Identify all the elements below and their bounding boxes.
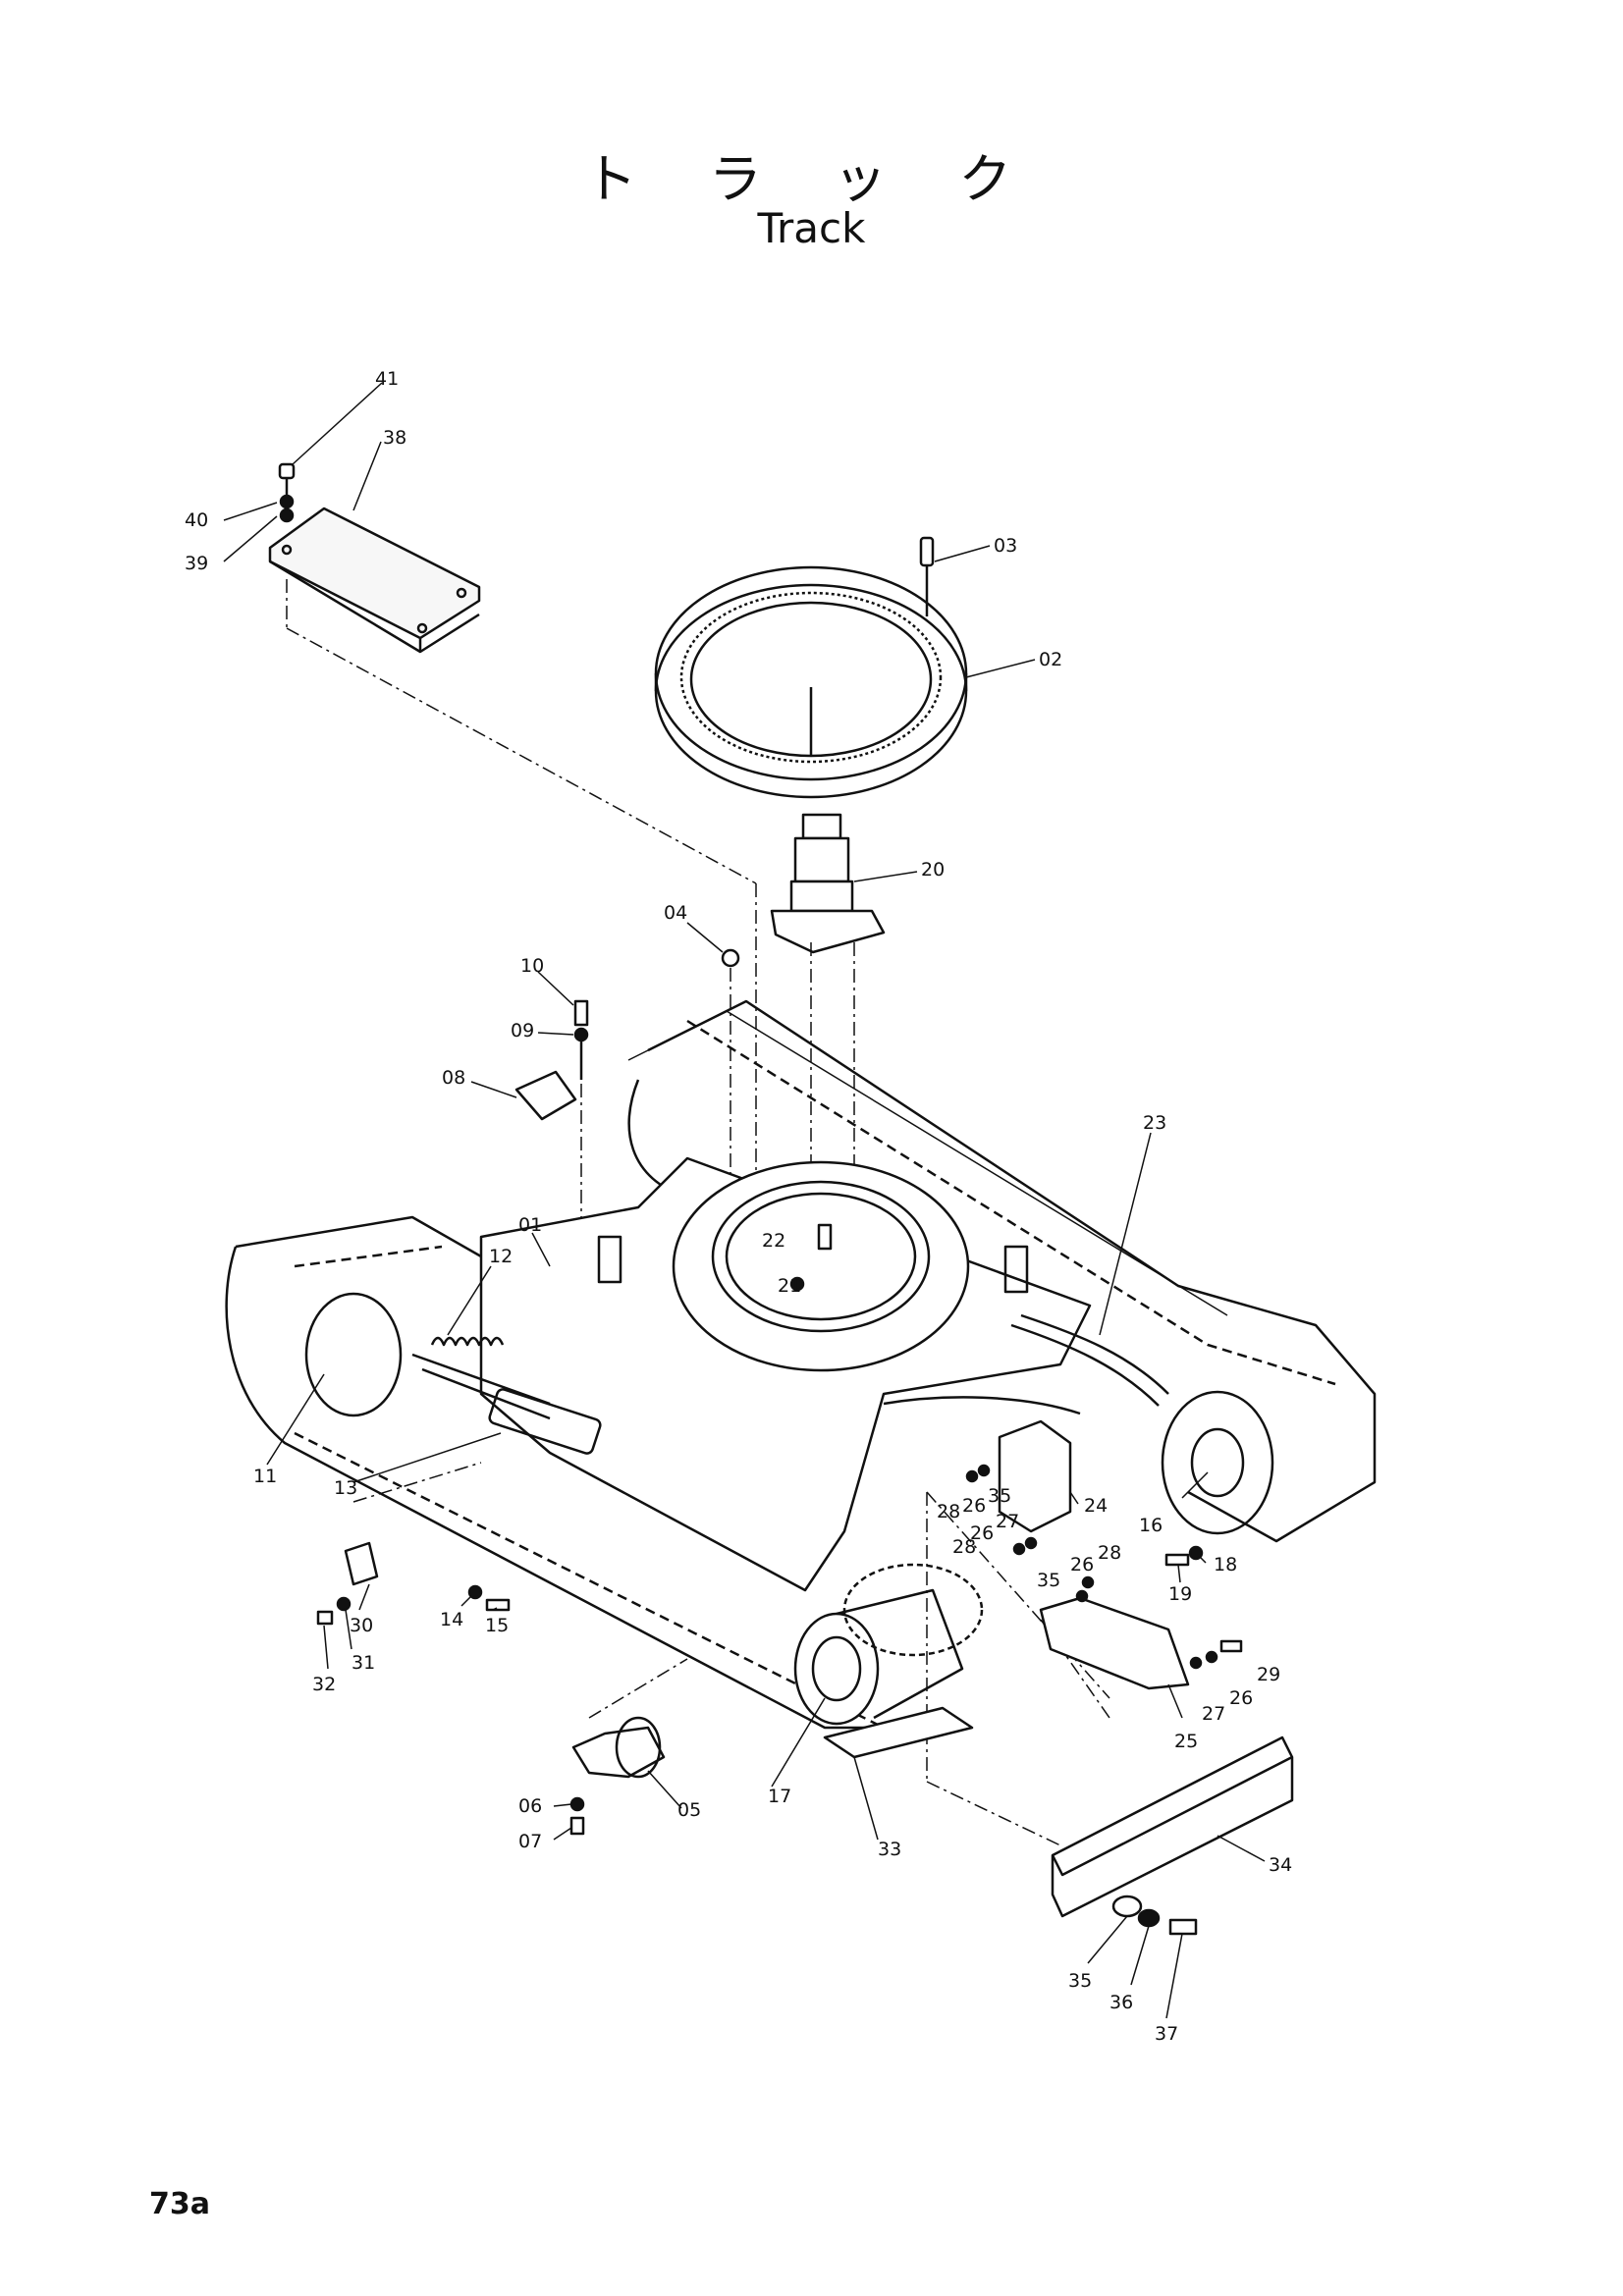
page-number: 73a xyxy=(149,2187,210,2221)
page-title-english: Track xyxy=(757,204,866,252)
label-28c: 28 xyxy=(1098,1542,1121,1564)
label-01: 01 xyxy=(518,1214,542,1236)
leader-lines xyxy=(223,382,1266,2019)
bracket-part-24 xyxy=(998,1419,1072,1533)
label-13: 13 xyxy=(334,1477,357,1499)
label-22: 22 xyxy=(762,1230,785,1252)
label-38: 38 xyxy=(383,427,406,449)
label-05: 05 xyxy=(677,1799,701,1821)
label-29: 29 xyxy=(1257,1664,1280,1685)
label-14: 14 xyxy=(440,1609,463,1630)
label-26a: 26 xyxy=(962,1495,986,1517)
swing-ring-part-02 xyxy=(654,565,968,799)
label-09: 09 xyxy=(511,1020,534,1041)
label-20: 20 xyxy=(921,859,945,881)
label-26b: 26 xyxy=(970,1522,994,1544)
label-35c: 35 xyxy=(1068,1970,1092,1992)
label-36: 36 xyxy=(1109,1992,1133,2013)
label-17: 17 xyxy=(768,1786,791,1807)
hoses-part-23 xyxy=(883,1313,1169,1415)
label-35a: 35 xyxy=(988,1485,1011,1507)
right-track-assembly xyxy=(627,999,1377,1543)
recoil-spring-part-12 xyxy=(411,1336,551,1420)
label-35b: 35 xyxy=(1037,1570,1060,1591)
label-39: 39 xyxy=(185,553,208,574)
label-11: 11 xyxy=(253,1466,277,1487)
label-03: 03 xyxy=(994,535,1017,557)
label-28a: 28 xyxy=(937,1501,960,1522)
label-15: 15 xyxy=(485,1615,509,1636)
label-27b: 27 xyxy=(1202,1703,1225,1725)
grease-cylinder-part-13 xyxy=(488,1388,602,1455)
left-track-assembly xyxy=(225,1215,943,1730)
label-19: 19 xyxy=(1168,1583,1192,1605)
label-12: 12 xyxy=(489,1246,513,1267)
label-28b: 28 xyxy=(952,1536,976,1558)
label-32: 32 xyxy=(312,1674,336,1695)
label-26d: 26 xyxy=(1229,1687,1253,1709)
track-guard-part-34 xyxy=(1051,1735,1294,1918)
bolt-parts-14-15 xyxy=(467,1584,511,1612)
bolt-part-03 xyxy=(919,536,935,616)
label-24: 24 xyxy=(1084,1495,1108,1517)
label-10: 10 xyxy=(520,955,544,977)
bolt-stack-39-40-41 xyxy=(278,462,296,523)
label-18: 18 xyxy=(1214,1554,1237,1575)
label-30: 30 xyxy=(350,1615,373,1636)
center-joint-part-20 xyxy=(770,813,886,954)
label-07: 07 xyxy=(518,1831,542,1852)
bracket-part-25 xyxy=(1039,1596,1190,1690)
label-26c: 26 xyxy=(1070,1554,1094,1575)
label-16: 16 xyxy=(1139,1515,1163,1536)
upper-roller-part-05 xyxy=(569,1716,666,1836)
grease-fitting-part-08 xyxy=(514,999,589,1121)
label-08: 08 xyxy=(442,1067,465,1089)
label-06: 06 xyxy=(518,1795,542,1817)
track-frame-part-01 xyxy=(479,1156,1092,1592)
travel-motor-part-17 xyxy=(793,1563,984,1726)
label-04: 04 xyxy=(664,902,687,924)
label-33: 33 xyxy=(878,1839,901,1860)
plate-part-38 xyxy=(268,507,481,654)
label-02: 02 xyxy=(1039,649,1062,670)
label-25: 25 xyxy=(1174,1731,1198,1752)
label-31: 31 xyxy=(352,1652,375,1674)
label-41: 41 xyxy=(375,368,399,390)
grease-fitting-part-04 xyxy=(721,948,740,968)
label-40: 40 xyxy=(185,509,208,531)
track-shoe-part-33 xyxy=(823,1706,974,1759)
bolt-parts-18-19 xyxy=(1164,1545,1204,1567)
label-21: 21 xyxy=(778,1275,801,1297)
cover-part-30 xyxy=(316,1541,379,1626)
fasteners-35-36-37 xyxy=(1111,1895,1198,1936)
clamp-bolts-26-29 xyxy=(965,1464,1243,1670)
label-23: 23 xyxy=(1143,1112,1166,1134)
part-labels: 41 38 40 39 03 02 20 04 10 09 08 01 22 2… xyxy=(185,368,1292,2045)
label-27a: 27 xyxy=(996,1511,1019,1532)
bolts-parts-21-22 xyxy=(789,1223,833,1292)
label-37: 37 xyxy=(1155,2023,1178,2045)
page-title-japanese: ト ラ ッ ク xyxy=(583,148,1040,210)
label-34: 34 xyxy=(1269,1854,1292,1876)
